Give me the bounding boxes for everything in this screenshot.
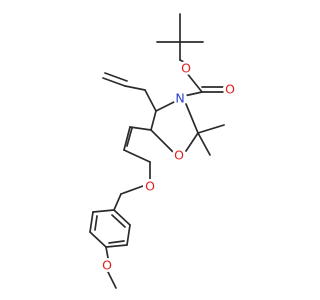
structure-canvas: O O N O O O bbox=[89, 13, 237, 289]
bond bbox=[111, 214, 126, 228]
bond bbox=[105, 244, 128, 248]
ring-oxygen-atom: O bbox=[172, 148, 186, 163]
bond bbox=[197, 124, 225, 134]
bond bbox=[124, 85, 146, 91]
bond bbox=[92, 209, 115, 213]
ring-nitrogen-atom: N bbox=[173, 91, 187, 106]
bond bbox=[102, 77, 126, 87]
bond bbox=[150, 129, 174, 153]
bond bbox=[89, 211, 94, 233]
carbonyl-oxygen-atom: O bbox=[223, 82, 237, 97]
bond bbox=[120, 185, 144, 195]
bond bbox=[183, 91, 203, 97]
ester-oxygen-atom: O bbox=[179, 61, 193, 76]
bond bbox=[123, 126, 131, 151]
bond bbox=[197, 132, 211, 156]
atom-label: O bbox=[102, 258, 112, 273]
bond bbox=[155, 101, 175, 112]
atom-label: O bbox=[174, 148, 184, 163]
bond bbox=[89, 231, 107, 248]
molecule-structure: O O N O O O bbox=[89, 13, 237, 289]
bond bbox=[105, 246, 109, 259]
bond bbox=[185, 103, 199, 134]
bond bbox=[108, 240, 125, 244]
bond bbox=[129, 126, 152, 131]
bond bbox=[150, 110, 157, 131]
bond bbox=[104, 72, 128, 82]
atom-label: O bbox=[225, 82, 235, 97]
bond bbox=[185, 132, 199, 152]
bond bbox=[113, 193, 122, 211]
bond bbox=[185, 71, 203, 93]
bond bbox=[126, 127, 133, 147]
bond bbox=[94, 215, 98, 231]
bond bbox=[113, 209, 131, 226]
methoxy-oxygen-atom: O bbox=[100, 258, 114, 273]
atom-label: O bbox=[181, 61, 191, 76]
atom-label: O bbox=[145, 179, 155, 194]
bond bbox=[126, 224, 131, 246]
bond bbox=[123, 149, 151, 163]
atom-label: N bbox=[175, 91, 184, 106]
bond bbox=[107, 271, 117, 289]
ether-oxygen-atom: O bbox=[143, 179, 157, 194]
bond bbox=[144, 89, 157, 112]
